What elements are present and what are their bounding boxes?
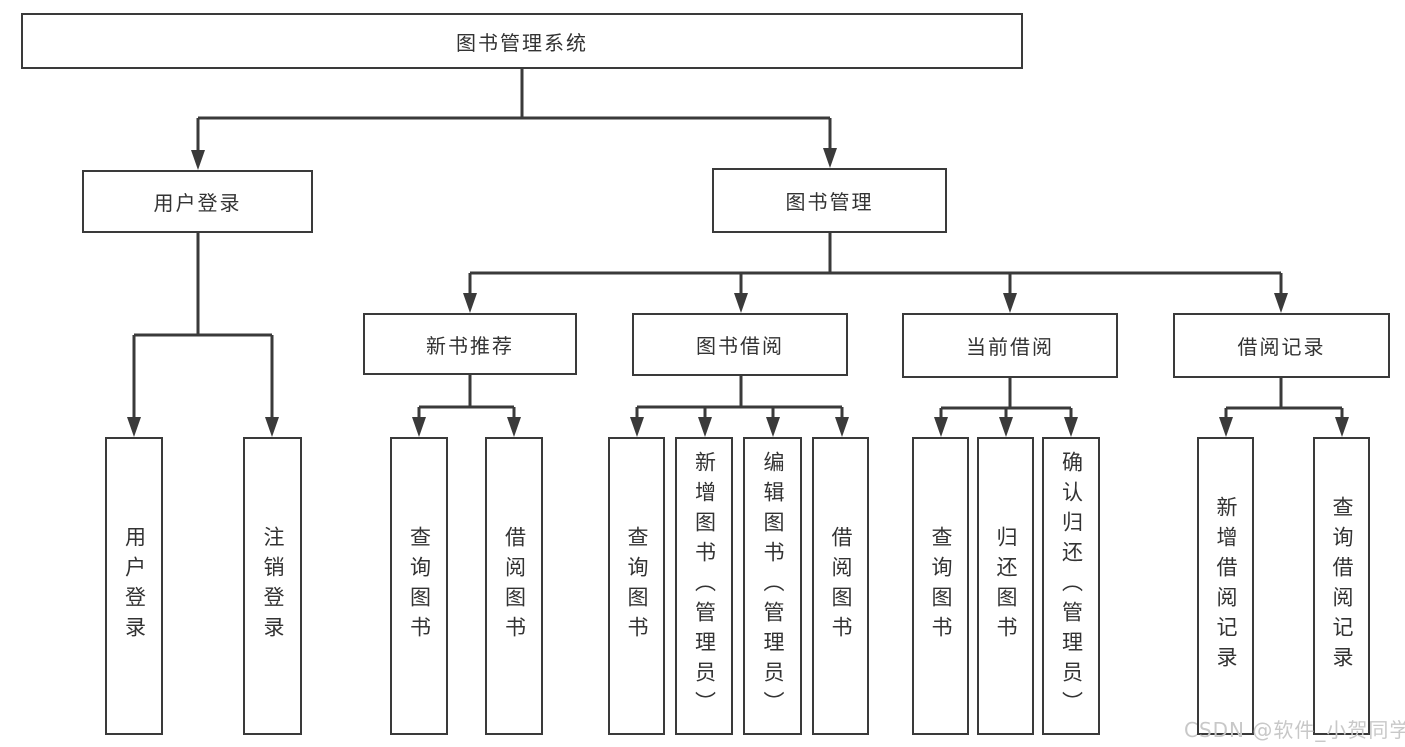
node-user-login: 用户登录 xyxy=(82,170,313,233)
node-book-borrowing-label: 图书借阅 xyxy=(696,334,784,358)
leaf-return-books: 归还图书 xyxy=(977,437,1034,735)
leaf-borrow-books-recommend-label: 借阅图书 xyxy=(502,526,527,646)
node-current-borrowing: 当前借阅 xyxy=(902,313,1118,378)
leaf-query-borrow-record: 查询借阅记录 xyxy=(1313,437,1370,735)
leaf-add-books-admin: 新增图书（管理员） xyxy=(675,437,733,735)
leaf-add-borrow-record: 新增借阅记录 xyxy=(1197,437,1254,735)
leaf-edit-books-admin-label: 编辑图书（管理员） xyxy=(761,451,785,721)
leaf-query-books-borrowing: 查询图书 xyxy=(608,437,665,735)
node-new-book-recommend: 新书推荐 xyxy=(363,313,577,375)
leaf-query-books-current-label: 查询图书 xyxy=(929,526,953,646)
leaf-return-books-label: 归还图书 xyxy=(994,526,1018,646)
leaf-query-borrow-record-label: 查询借阅记录 xyxy=(1330,496,1354,676)
node-borrowing-records: 借阅记录 xyxy=(1173,313,1390,378)
leaf-confirm-return-admin: 确认归还（管理员） xyxy=(1042,437,1100,735)
leaf-query-books-recommend-label: 查询图书 xyxy=(407,526,432,646)
leaf-borrow-books-recommend: 借阅图书 xyxy=(485,437,543,735)
leaf-logout: 注销登录 xyxy=(243,437,302,735)
leaf-query-books-recommend: 查询图书 xyxy=(390,437,448,735)
node-current-borrowing-label: 当前借阅 xyxy=(966,335,1054,359)
leaf-confirm-return-admin-label: 确认归还（管理员） xyxy=(1059,451,1084,721)
leaf-logout-label: 注销登录 xyxy=(261,526,285,646)
node-book-management-label: 图书管理 xyxy=(785,190,874,214)
leaf-add-borrow-record-label: 新增借阅记录 xyxy=(1214,496,1238,676)
leaf-query-books-current: 查询图书 xyxy=(912,437,969,735)
leaf-user-login-label: 用户登录 xyxy=(122,526,147,646)
leaf-edit-books-admin: 编辑图书（管理员） xyxy=(743,437,802,735)
node-borrowing-records-label: 借阅记录 xyxy=(1237,335,1326,359)
leaf-user-login: 用户登录 xyxy=(105,437,163,735)
leaf-borrow-books: 借阅图书 xyxy=(812,437,869,735)
node-new-book-recommend-label: 新书推荐 xyxy=(426,333,514,358)
node-library-system: 图书管理系统 xyxy=(21,13,1023,69)
leaf-borrow-books-label: 借阅图书 xyxy=(829,526,853,646)
node-book-management: 图书管理 xyxy=(712,168,947,233)
leaf-query-books-borrowing-label: 查询图书 xyxy=(625,526,649,646)
csdn-watermark: CSDN @软件_小贺同学 xyxy=(1184,718,1405,742)
node-book-borrowing: 图书借阅 xyxy=(632,313,848,376)
node-user-login-label: 用户登录 xyxy=(153,191,242,215)
leaf-add-books-admin-label: 新增图书（管理员） xyxy=(692,451,717,721)
node-library-system-label: 图书管理系统 xyxy=(456,30,588,55)
